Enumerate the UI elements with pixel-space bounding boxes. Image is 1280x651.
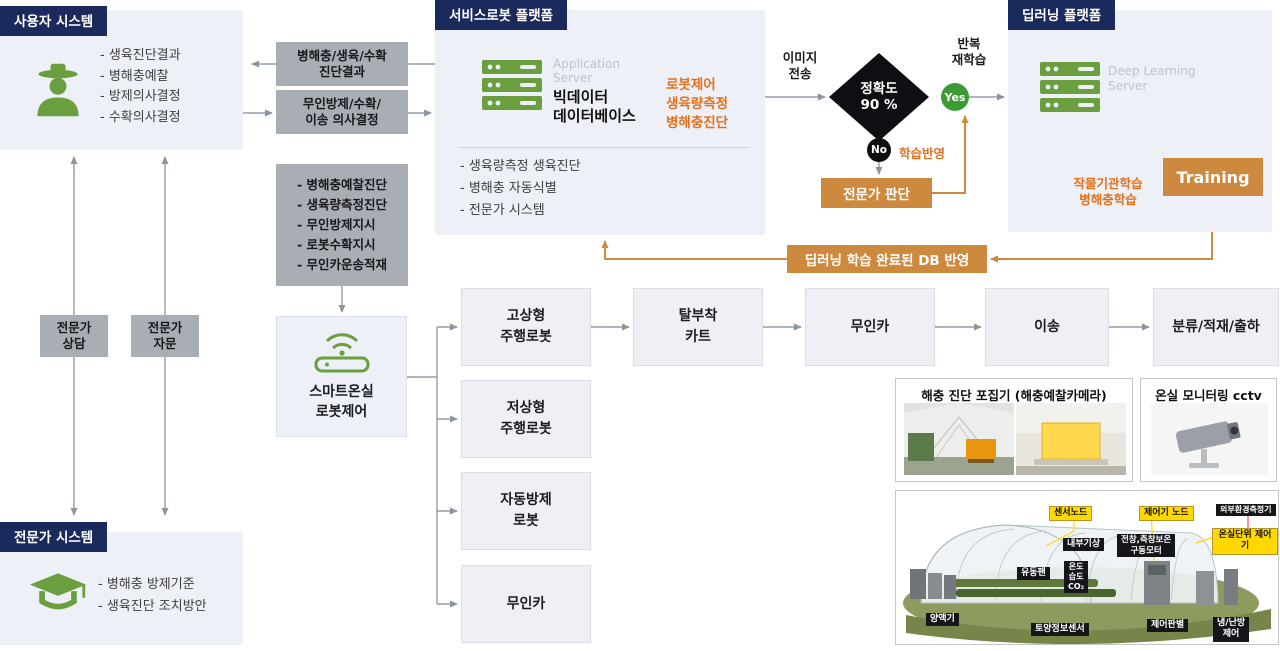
expert-system-item: - 병해충 방제기준 (98, 577, 195, 592)
label-hvac: 냉/난방 제어 (1213, 617, 1250, 642)
label-fan: 유동팬 (1017, 567, 1050, 581)
dl-server-icon (1038, 60, 1102, 116)
command-item: - 로봇수확지시 (296, 237, 376, 252)
service-platform-item: - 생육량측정 생육진단 (460, 159, 581, 174)
service-platform-item: - 병해충 자동식별 (460, 181, 557, 196)
robot-low-rail-box: 저상형 주행로봇 (461, 380, 591, 458)
command-item: - 무인방제지시 (296, 217, 376, 232)
graduation-cap-icon (28, 568, 88, 618)
detachable-cart-box: 탈부착 카트 (633, 288, 763, 366)
command-list: - 병해충예찰진단 - 생육량측정진단 - 무인방제지시 - 로봇수확지시 - … (297, 175, 387, 275)
training-box: Training (1163, 158, 1263, 196)
command-list-box: - 병해충예찰진단 - 생육량측정진단 - 무인방제지시 - 로봇수확지시 - … (276, 164, 408, 286)
service-platform-item: - 전문가 시스템 (460, 203, 545, 218)
image-transfer-label: 이미지 전송 (782, 50, 818, 81)
advice-box: 전문가 자문 (131, 315, 199, 357)
label-outdoor-sensor: 외부환경측정기 (1216, 504, 1276, 516)
expert-system-item: - 생육진단 조치방안 (98, 599, 207, 614)
trap-photo-panel: 해충 진단 포집기 (해충예찰카메라) (895, 378, 1133, 482)
dl-server-label: Deep Learning Server (1108, 64, 1196, 93)
cctv-title: 온실 모니터링 cctv (1155, 388, 1262, 403)
robot-high-rail-box: 고상형 주행로봇 (461, 288, 591, 366)
command-item: - 병해충예찰진단 (296, 177, 388, 192)
trap-photo-greenhouse (904, 403, 1014, 475)
learning-topics-label: 작물기관학습 병해충학습 (1073, 176, 1143, 207)
decision-box: 무인방제/수확/ 이송 의사결정 (276, 90, 408, 134)
label-sensor-node: 센서노드 (1049, 506, 1093, 522)
greenhouse-control-label: 스마트온실 로봇제어 (309, 384, 374, 420)
label-nutrient: 양액기 (926, 613, 959, 627)
cctv-camera-icon (1151, 403, 1268, 475)
platform-divider (458, 147, 750, 148)
app-server-label: Application Server (553, 57, 621, 85)
expert-system-header: 전문가 시스템 (0, 522, 108, 552)
label-controller-node: 제어기 노드 (1139, 506, 1194, 522)
trap-photo-title: 해충 진단 포집기 (해충예찰카메라) (921, 388, 1107, 403)
command-item: - 생육량측정진단 (296, 197, 388, 212)
service-platform-items: - 생육량측정 생육진단 - 병해충 자동식별 - 전문가 시스템 (460, 156, 581, 222)
db-apply-box: 딥러닝 학습 완료된 DB 반영 (787, 245, 987, 273)
sorting-shipping-box: 분류/적재/출하 (1153, 288, 1279, 366)
user-system-item: - 병해충예찰 (100, 68, 169, 84)
label-soil-sensor: 토양정보센서 (1031, 623, 1089, 637)
yes-badge: Yes (941, 83, 969, 111)
farmer-icon (28, 60, 88, 120)
trap-photo-sticky-panel (1016, 403, 1126, 475)
greenhouse-panel: 센서노드 제어기 노드 외부환경측정기 온실단위 제어기 내부기상 전창,측창보… (895, 490, 1279, 645)
command-item: - 무인카운송적재 (296, 257, 388, 272)
user-system-items: - 생육진단결과 - 병해충예찰 - 방제의사결정 - 수확의사결정 (100, 46, 181, 128)
expert-system-items: - 병해충 방제기준 - 생육진단 조치방안 (98, 574, 207, 618)
label-greenhouse-controller: 온실단위 제어기 (1212, 528, 1278, 555)
consult-box: 전문가 상담 (40, 315, 108, 357)
user-system-item: - 수확의사결정 (100, 109, 181, 125)
label-indoor-climate: 내부기상 (1063, 538, 1105, 552)
accuracy-value: 90 % (860, 96, 898, 113)
label-control-panel: 제어판별 (1147, 619, 1189, 633)
service-platform-panel (435, 10, 765, 235)
service-platform-header: 서비스로봇 플랫폼 (435, 0, 568, 30)
repeat-learning-label: 반복 재학습 (951, 36, 987, 67)
expert-judgement-box: 전문가 판단 (821, 178, 932, 208)
feedback-label: 학습반영 (899, 146, 946, 161)
app-server-icon (480, 58, 544, 114)
cctv-panel: 온실 모니터링 cctv (1140, 378, 1277, 482)
unmanned-cart-box: 무인카 (805, 288, 935, 366)
platform-functions-label: 로봇제어 생육량측정 병해충진단 (666, 77, 729, 131)
label-env-values: 온도 습도 CO₂ (1064, 561, 1089, 593)
robot-unmanned-cart-box: 무인카 (461, 565, 591, 643)
transfer-box: 이송 (985, 288, 1109, 366)
user-system-item: - 방제의사결정 (100, 89, 181, 104)
label-window-motor: 전창,측창보온 구동모터 (1117, 534, 1176, 558)
bigdata-db-title: 빅데이터 데이터베이스 (553, 88, 636, 125)
user-system-header: 사용자 시스템 (0, 6, 108, 36)
wifi-router-icon (310, 330, 374, 376)
deep-platform-header: 딥러닝 플랫폼 (1008, 0, 1116, 30)
diagnosis-result-box: 병해충/생육/수확 진단결과 (276, 42, 408, 86)
robot-pest-control-box: 자동방제 로봇 (461, 472, 591, 550)
user-system-item: - 생육진단결과 (100, 48, 181, 63)
accuracy-label: 정확도 (860, 80, 898, 97)
no-badge: No (867, 138, 891, 162)
